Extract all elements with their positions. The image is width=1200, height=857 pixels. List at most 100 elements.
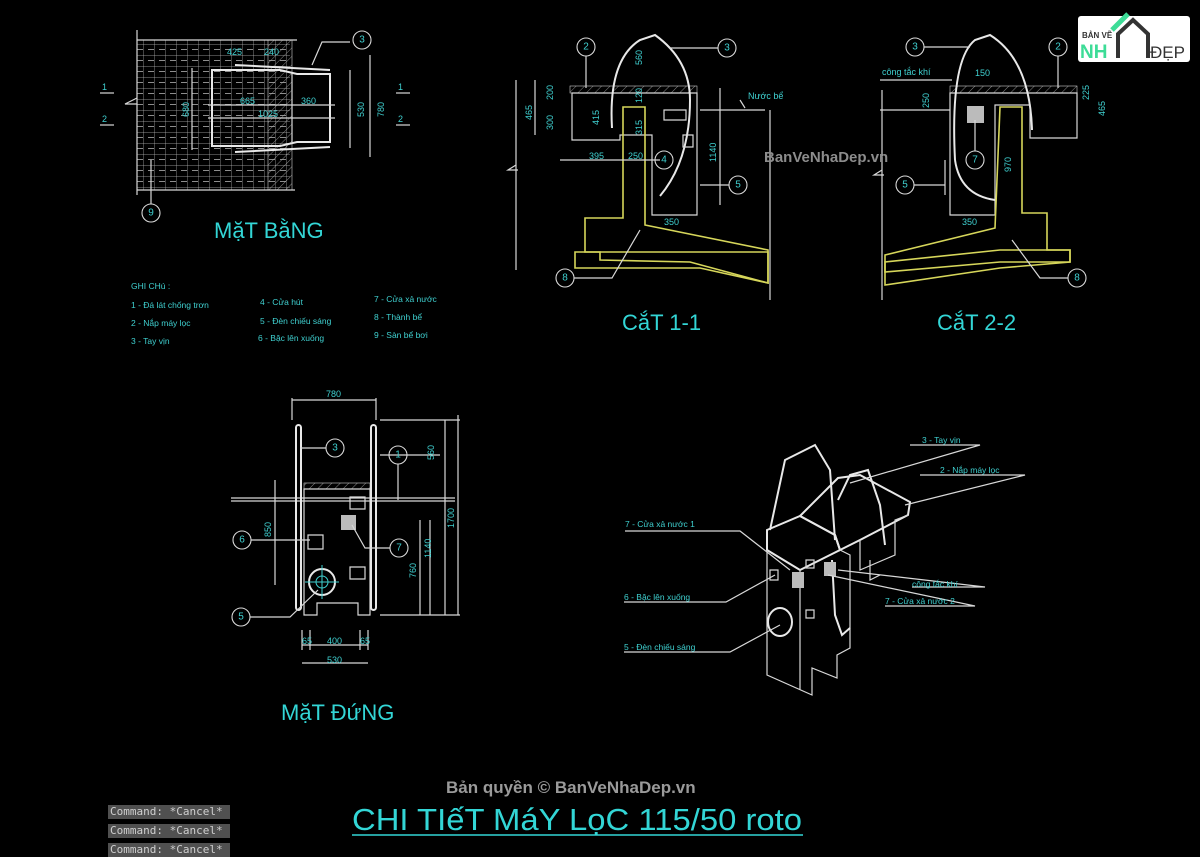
command-history-line: Command: *Cancel*	[108, 843, 230, 857]
svg-text:3: 3	[724, 43, 730, 54]
notes-heading: GHI CHú :	[131, 281, 170, 291]
note-item: 8 - Thành bể	[374, 312, 422, 322]
section-1-1: Nước bể 465 200 300 415 120 315 560 395 …	[505, 33, 783, 335]
dim-label: 465	[524, 105, 534, 120]
dim-label: 350	[962, 217, 977, 227]
callout-8: 8	[555, 229, 641, 288]
dim-label: 415	[591, 110, 601, 125]
dim-label: 225	[1081, 85, 1091, 100]
dim-label: 250	[921, 93, 931, 108]
iso-label: công tắc khí	[912, 579, 958, 589]
section-2-title: CắT 2-2	[937, 310, 1016, 335]
note-item: 7 - Cửa xả nước	[374, 294, 438, 304]
dim-label: 560	[634, 50, 644, 65]
dim-label: 665	[240, 96, 255, 106]
svg-text:8: 8	[562, 273, 568, 284]
section-2-2: công tắc khí 150 250 225 465 970 350 3 2…	[871, 33, 1107, 335]
svg-text:1: 1	[398, 82, 403, 92]
svg-text:1: 1	[102, 82, 107, 92]
callout-6: 6	[232, 530, 310, 550]
callout-2: 2	[1048, 37, 1068, 88]
note-item: 3 - Tay vịn	[131, 336, 170, 346]
svg-text:5: 5	[902, 180, 908, 191]
callout-3: 3	[670, 38, 737, 58]
note-item: 4 - Cửa hút	[260, 297, 304, 307]
copyright-watermark: Bản quyền © BanVeNhaDep.vn	[446, 778, 696, 797]
svg-text:5: 5	[735, 180, 741, 191]
callout-5: 5	[895, 175, 945, 195]
notes-legend: GHI CHú : 1 - Đá lát chống trơn 2 - Nắp …	[131, 281, 438, 346]
note-item: 6 - Bậc lên xuống	[258, 333, 324, 343]
callout-8: 8	[1011, 239, 1087, 288]
svg-text:4: 4	[661, 155, 667, 166]
dim-label: 395	[589, 151, 604, 161]
callout-7: 7	[965, 120, 985, 170]
dim-label: 530	[327, 655, 342, 665]
callout-3: 3	[311, 30, 372, 66]
dim-label: 120	[634, 88, 644, 103]
svg-text:2: 2	[102, 114, 107, 124]
logo-text-top: BẢN VẼ	[1082, 31, 1113, 40]
plan-view: 425 240 665 360 1025 680 530 780 1 2 1 2…	[100, 30, 410, 243]
svg-text:3: 3	[332, 443, 338, 454]
dim-label: 400	[327, 636, 342, 646]
dim-label: 680	[181, 102, 191, 117]
logo-text-mid: NH	[1080, 42, 1107, 63]
callout-9: 9	[141, 160, 161, 223]
section-mark-1-left: 1	[100, 82, 114, 94]
light-fixture-symbol	[767, 607, 793, 637]
dim-label: 465	[1097, 101, 1107, 116]
dim-label: 360	[301, 96, 316, 106]
svg-text:6: 6	[239, 535, 245, 546]
dim-label: 560	[426, 445, 436, 460]
svg-text:8: 8	[1074, 273, 1080, 284]
svg-text:1: 1	[395, 450, 401, 461]
dim-label: 1140	[423, 539, 433, 558]
dim-label: 425	[227, 47, 242, 57]
dim-label: 1025	[258, 109, 278, 119]
water-level-label: Nước bể	[748, 91, 783, 101]
iso-label: 3 - Tay vịn	[922, 435, 961, 445]
command-history-line: Command: *Cancel*	[108, 824, 230, 838]
logo-text-right: ĐẸP	[1150, 43, 1185, 62]
house-icon	[1116, 17, 1150, 58]
iso-label: 6 - Bậc lên xuống	[624, 592, 690, 602]
dim-label: 850	[263, 522, 273, 537]
command-history-line: Command: *Cancel*	[108, 805, 230, 819]
iso-label: 5 - Đèn chiếu sáng	[624, 642, 696, 652]
dim-label: 780	[326, 389, 341, 399]
callout-5: 5	[231, 589, 319, 627]
callout-3: 3	[300, 438, 345, 458]
iso-label: 7 - Cửa xả nước 2	[885, 596, 955, 606]
air-switch-label: công tắc khí	[882, 67, 931, 77]
dim-label: 530	[356, 102, 366, 117]
dim-label: 240	[264, 47, 279, 57]
callout-7: 7	[351, 524, 409, 558]
dim-label: 780	[376, 102, 386, 117]
note-item: 1 - Đá lát chống trơn	[131, 300, 209, 310]
section-mark-2-left: 2	[100, 114, 114, 126]
note-item: 2 - Nắp máy lọc	[131, 318, 191, 328]
callout-2: 2	[576, 37, 596, 88]
elevation-title: MặT ĐứNG	[281, 700, 394, 725]
dim-label: 350	[664, 217, 679, 227]
dim-label: 200	[545, 85, 555, 100]
iso-label: 2 - Nắp máy lọc	[940, 465, 1000, 475]
svg-text:2: 2	[583, 42, 589, 53]
iso-label: 7 - Cửa xả nước 1	[625, 519, 695, 529]
callout-1: 1	[388, 445, 408, 500]
section-mark-1-right: 1	[396, 82, 410, 94]
dim-label: 970	[1003, 157, 1013, 172]
section-1-title: CắT 1-1	[622, 310, 701, 335]
drawing-main-title: CHI TIếT MáY LọC 115/50 roto	[352, 802, 802, 837]
site-logo: BẢN VẼ NH ĐẸP	[1078, 12, 1190, 63]
svg-text:3: 3	[912, 42, 918, 53]
note-item: 9 - Sàn bể bơi	[374, 330, 428, 340]
svg-text:2: 2	[1055, 42, 1061, 53]
dim-label: 65	[360, 636, 370, 646]
elevation-view: 780 560 1700 1140 760 850 65 400 65 530 …	[231, 389, 460, 725]
svg-text:7: 7	[396, 543, 402, 554]
plan-title: MặT BằNG	[214, 218, 324, 243]
dim-label: 65	[302, 636, 312, 646]
